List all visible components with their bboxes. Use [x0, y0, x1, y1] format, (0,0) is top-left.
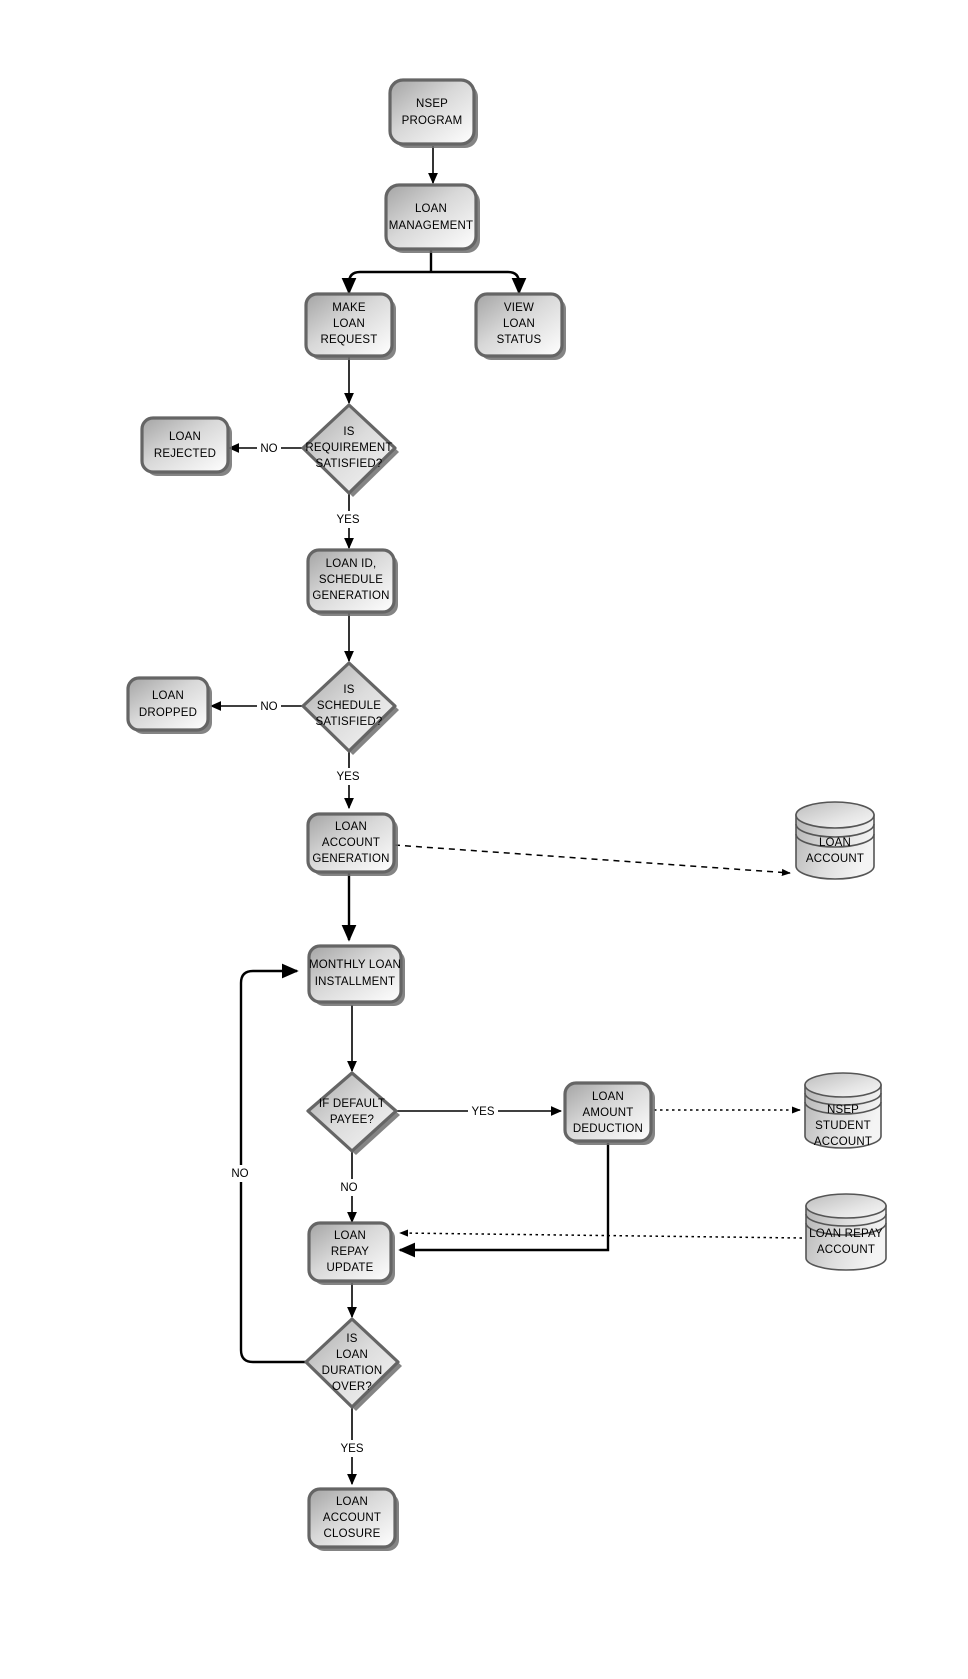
edge-label-requirement-yes: YES — [336, 514, 359, 526]
node-label: MONTHLY LOAN — [309, 959, 401, 971]
node-label: STATUS — [497, 334, 542, 346]
node-loan-dropped[interactable]: LOAN DROPPED — [126, 676, 212, 734]
node-is-loan-duration-over[interactable]: IS LOAN DURATION OVER? — [304, 1317, 402, 1411]
node-if-default-payee[interactable]: IF DEFAULT PAYEE? — [306, 1071, 400, 1155]
node-label: LOAN REPAY — [809, 1228, 883, 1240]
node-label: DURATION — [322, 1365, 383, 1377]
node-label: LOAN — [503, 318, 535, 330]
node-is-schedule-satisfied[interactable]: IS SCHEDULE SATISFIED? — [301, 661, 399, 755]
node-label: LOAN — [336, 1496, 368, 1508]
node-label: OVER? — [332, 1381, 372, 1393]
node-label: ACCOUNT — [323, 1512, 381, 1524]
node-label: LOAN — [169, 431, 201, 443]
node-nsep-program[interactable]: NSEP PROGRAM — [388, 78, 478, 148]
node-label: PROGRAM — [402, 115, 463, 127]
node-loan-account-generation[interactable]: LOAN ACCOUNT GENERATION — [306, 812, 398, 876]
node-label: ACCOUNT — [814, 1136, 872, 1148]
node-label: LOAN — [334, 1230, 366, 1242]
edge-account-generation-to-loan-account-db — [393, 844, 791, 877]
node-label: MAKE — [332, 302, 366, 314]
node-label: SATISFIED? — [316, 716, 383, 728]
edge-repay-account-db-to-repay-update — [399, 1229, 803, 1239]
node-label: GENERATION — [312, 853, 389, 865]
node-loan-rejected[interactable]: LOAN REJECTED — [140, 416, 232, 476]
node-label: UPDATE — [327, 1262, 374, 1274]
node-label: SCHEDULE — [317, 700, 381, 712]
node-make-loan-request[interactable]: MAKE LOAN REQUEST — [304, 292, 396, 360]
node-label: LOAN — [333, 318, 365, 330]
node-label: LOAN — [152, 690, 184, 702]
node-label: IS — [343, 684, 354, 696]
node-label: ACCOUNT — [806, 853, 864, 865]
edge-label-duration-yes: YES — [340, 1443, 363, 1455]
node-label: NSEP — [827, 1104, 859, 1116]
node-label: GENERATION — [312, 590, 389, 602]
edge-label-requirement-no: NO — [260, 443, 277, 455]
node-loan-account-closure[interactable]: LOAN ACCOUNT CLOSURE — [307, 1487, 399, 1551]
node-label: LOAN ID, — [326, 558, 377, 570]
node-loan-id-schedule-generation[interactable]: LOAN ID, SCHEDULE GENERATION — [306, 548, 398, 616]
node-label: NSEP — [416, 98, 448, 110]
node-label: LOAN — [335, 821, 367, 833]
node-label: IS — [346, 1333, 357, 1345]
node-label: SCHEDULE — [319, 574, 383, 586]
node-loan-management[interactable]: LOAN MANAGEMENT — [384, 183, 480, 253]
node-loan-repay-account-db[interactable]: LOAN REPAY ACCOUNT — [805, 1193, 887, 1271]
edge-loan-management-to-make-request — [341, 270, 431, 295]
node-label: STUDENT — [815, 1120, 871, 1132]
node-label: DROPPED — [139, 707, 197, 719]
node-label: VIEW — [504, 302, 534, 314]
node-loan-amount-deduction[interactable]: LOAN AMOUNT DEDUCTION — [563, 1081, 655, 1145]
node-label: ACCOUNT — [817, 1244, 875, 1256]
edge-label-default-yes: YES — [471, 1106, 494, 1118]
node-monthly-loan-installment[interactable]: MONTHLY LOAN INSTALLMENT — [307, 944, 405, 1006]
node-label: INSTALLMENT — [315, 976, 396, 988]
edge-loan-management-to-view-status — [431, 270, 527, 295]
node-nsep-student-account-db[interactable]: NSEP STUDENT ACCOUNT — [804, 1072, 882, 1149]
node-label: MANAGEMENT — [389, 220, 473, 232]
edge-label-schedule-yes: YES — [336, 771, 359, 783]
node-label: CLOSURE — [324, 1528, 381, 1540]
node-label: AMOUNT — [582, 1107, 633, 1119]
node-label: REQUEST — [321, 334, 378, 346]
edge-amount-deduction-to-repay-update — [398, 1143, 610, 1258]
node-label: DEDUCTION — [573, 1123, 643, 1135]
node-label: LOAN — [415, 203, 447, 215]
node-label: IF DEFAULT — [319, 1098, 385, 1110]
node-view-loan-status[interactable]: VIEW LOAN STATUS — [474, 292, 566, 360]
edge-label-duration-no: NO — [231, 1168, 248, 1180]
node-label: REQUIREMENT — [305, 442, 392, 454]
node-label: LOAN — [819, 837, 851, 849]
node-label: LOAN — [592, 1091, 624, 1103]
node-is-requirement-satisfied[interactable]: IS REQUIREMENT SATISFIED? — [301, 403, 399, 497]
node-label: LOAN — [336, 1349, 368, 1361]
node-label: IS — [343, 426, 354, 438]
node-label: REPAY — [331, 1246, 369, 1258]
node-label: REJECTED — [154, 448, 216, 460]
edge-label-default-no: NO — [340, 1182, 357, 1194]
node-label: SATISFIED? — [316, 458, 383, 470]
edge-label-schedule-no: NO — [260, 701, 277, 713]
node-label: PAYEE? — [330, 1114, 374, 1126]
edge-label-layer: NO YES NO YES YES NO NO YES — [228, 440, 498, 1457]
node-loan-account-db[interactable]: LOAN ACCOUNT — [795, 801, 875, 880]
node-label: ACCOUNT — [322, 837, 380, 849]
node-loan-repay-update[interactable]: LOAN REPAY UPDATE — [307, 1221, 395, 1285]
